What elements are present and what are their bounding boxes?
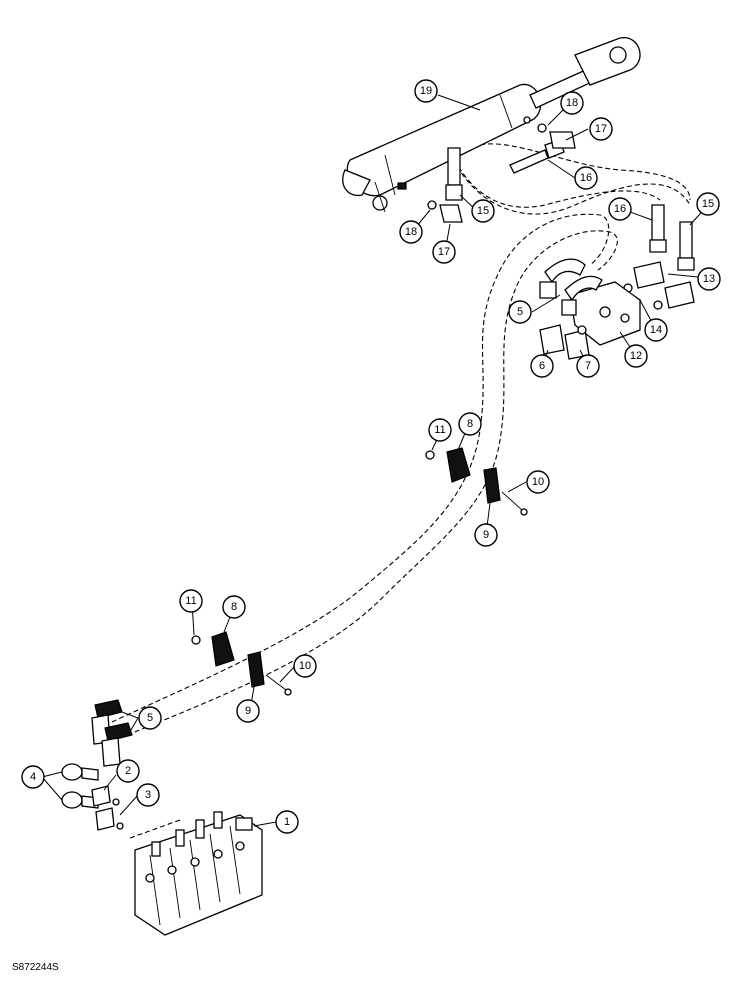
reference-code: S872244S xyxy=(12,962,59,973)
callout-11-label: 11 xyxy=(434,424,445,436)
callout-5-upper: 5 xyxy=(508,300,532,324)
callout-4-label: 4 xyxy=(30,771,36,783)
callout-17-label: 17 xyxy=(595,123,607,135)
callout-18-lower: 18 xyxy=(399,220,423,244)
callout-10-label: 10 xyxy=(532,476,544,488)
callout-9-lower: 9 xyxy=(236,699,260,723)
callout-2: 2 xyxy=(116,759,140,783)
callout-15-upper: 15 xyxy=(471,199,495,223)
control-valve xyxy=(129,811,263,936)
callout-9-label: 9 xyxy=(245,705,251,717)
callout-18-label: 18 xyxy=(405,226,417,238)
callout-17-lower: 17 xyxy=(432,240,456,264)
callout-6: 6 xyxy=(530,354,554,378)
callout-13-label: 13 xyxy=(703,273,715,285)
callout-10-lower: 10 xyxy=(293,654,317,678)
callout-3: 3 xyxy=(136,783,160,807)
callout-1: 1 xyxy=(275,810,299,834)
callout-9-label: 9 xyxy=(483,529,489,541)
callouts: 19 18 17 16 15 18 17 16 15 13 5 14 12 6 … xyxy=(21,79,721,834)
control-valve-fittings xyxy=(61,699,133,831)
hose-clamp-upper xyxy=(425,447,528,516)
cylinder-fittings xyxy=(427,123,576,223)
callout-19: 19 xyxy=(414,79,438,103)
callout-14-label: 14 xyxy=(650,324,662,336)
callout-4: 4 xyxy=(21,765,45,789)
callout-15-label: 15 xyxy=(477,205,489,217)
callout-8-label: 8 xyxy=(231,601,237,613)
hydraulic-cylinder xyxy=(342,37,641,213)
hose-clamp-lower xyxy=(191,631,292,696)
callout-8-label: 8 xyxy=(467,418,473,430)
callout-16-label: 16 xyxy=(580,172,592,184)
callout-15-right: 15 xyxy=(696,192,720,216)
callout-5-label: 5 xyxy=(517,306,523,318)
callout-5-lower: 5 xyxy=(138,706,162,730)
callout-6-label: 6 xyxy=(539,360,545,372)
callout-3-label: 3 xyxy=(145,789,151,801)
callout-16-label: 16 xyxy=(614,203,626,215)
callout-16-right: 16 xyxy=(608,197,632,221)
callout-8-upper: 8 xyxy=(458,412,482,436)
callout-11-lower: 11 xyxy=(179,589,203,613)
callout-2-label: 2 xyxy=(125,765,131,777)
callout-8-lower: 8 xyxy=(222,595,246,619)
callout-10-upper: 10 xyxy=(526,470,550,494)
callout-16-upper: 16 xyxy=(574,166,598,190)
callout-5-label: 5 xyxy=(147,712,153,724)
callout-17-upper: 17 xyxy=(589,117,613,141)
valve-block-fittings xyxy=(539,204,695,360)
callout-1-label: 1 xyxy=(284,816,290,828)
callout-9-upper: 9 xyxy=(474,523,498,547)
callout-15-label: 15 xyxy=(702,198,714,210)
callout-12: 12 xyxy=(624,344,648,368)
callout-10-label: 10 xyxy=(299,660,311,672)
callout-13: 13 xyxy=(697,267,721,291)
callout-12-label: 12 xyxy=(630,350,642,362)
callout-7-label: 7 xyxy=(585,360,591,372)
callout-18-label: 18 xyxy=(566,97,578,109)
callout-11-upper: 11 xyxy=(428,418,452,442)
callout-18-upper: 18 xyxy=(560,91,584,115)
callout-19-label: 19 xyxy=(420,85,432,97)
callout-14: 14 xyxy=(644,318,668,342)
callout-11-label: 11 xyxy=(185,595,196,607)
callout-17-label: 17 xyxy=(438,246,450,258)
callout-7: 7 xyxy=(576,354,600,378)
